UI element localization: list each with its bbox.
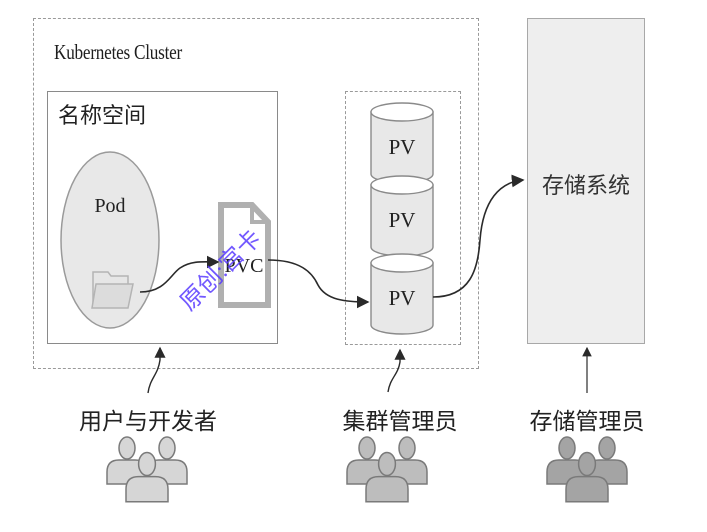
pv-pool-boundary: [345, 91, 461, 345]
cluster-label: Kubernetes Cluster: [54, 40, 183, 64]
pv-cylinder: PV: [370, 175, 434, 257]
pv-label: PV: [389, 208, 416, 232]
person-front: [125, 451, 169, 503]
user-group-icon: [106, 436, 188, 503]
kubernetes-cluster-boundary: [33, 18, 479, 369]
folder-icon: [91, 271, 134, 309]
pv-cylinder: PV: [370, 102, 434, 184]
pv-label: PV: [389, 286, 416, 310]
pvc-to-pv-arrow: [267, 259, 370, 309]
pod: Pod: [60, 151, 160, 329]
user-group-icon: [546, 436, 628, 503]
cluster-admin-to-pv-arrow: [387, 348, 406, 393]
role-label-developers: 用户与开发者: [79, 409, 217, 434]
pv-label: PV: [389, 135, 416, 159]
pod-label: Pod: [94, 195, 125, 217]
role-label-cluster-admin: 集群管理员: [342, 409, 458, 434]
developer-to-namespace-arrow: [147, 346, 166, 394]
pv-cylinder: PV: [370, 253, 434, 335]
storage-system-box: [527, 18, 645, 344]
storage-system-label: 存储系统: [541, 173, 630, 198]
document-icon: [218, 202, 271, 308]
role-label-storage-admin: 存储管理员: [529, 409, 645, 434]
pv-volumes: PV PV PV: [370, 102, 434, 335]
person-front: [565, 451, 609, 503]
pod-to-pvc-arrow: [139, 255, 220, 293]
namespace-label: 名称空间: [58, 103, 147, 128]
pvc-label: PVC: [225, 255, 264, 277]
user-group-icon: [346, 436, 428, 503]
pvc: PVC: [218, 202, 271, 308]
pv-to-storage-arrow: [432, 174, 525, 298]
person-front: [365, 451, 409, 503]
